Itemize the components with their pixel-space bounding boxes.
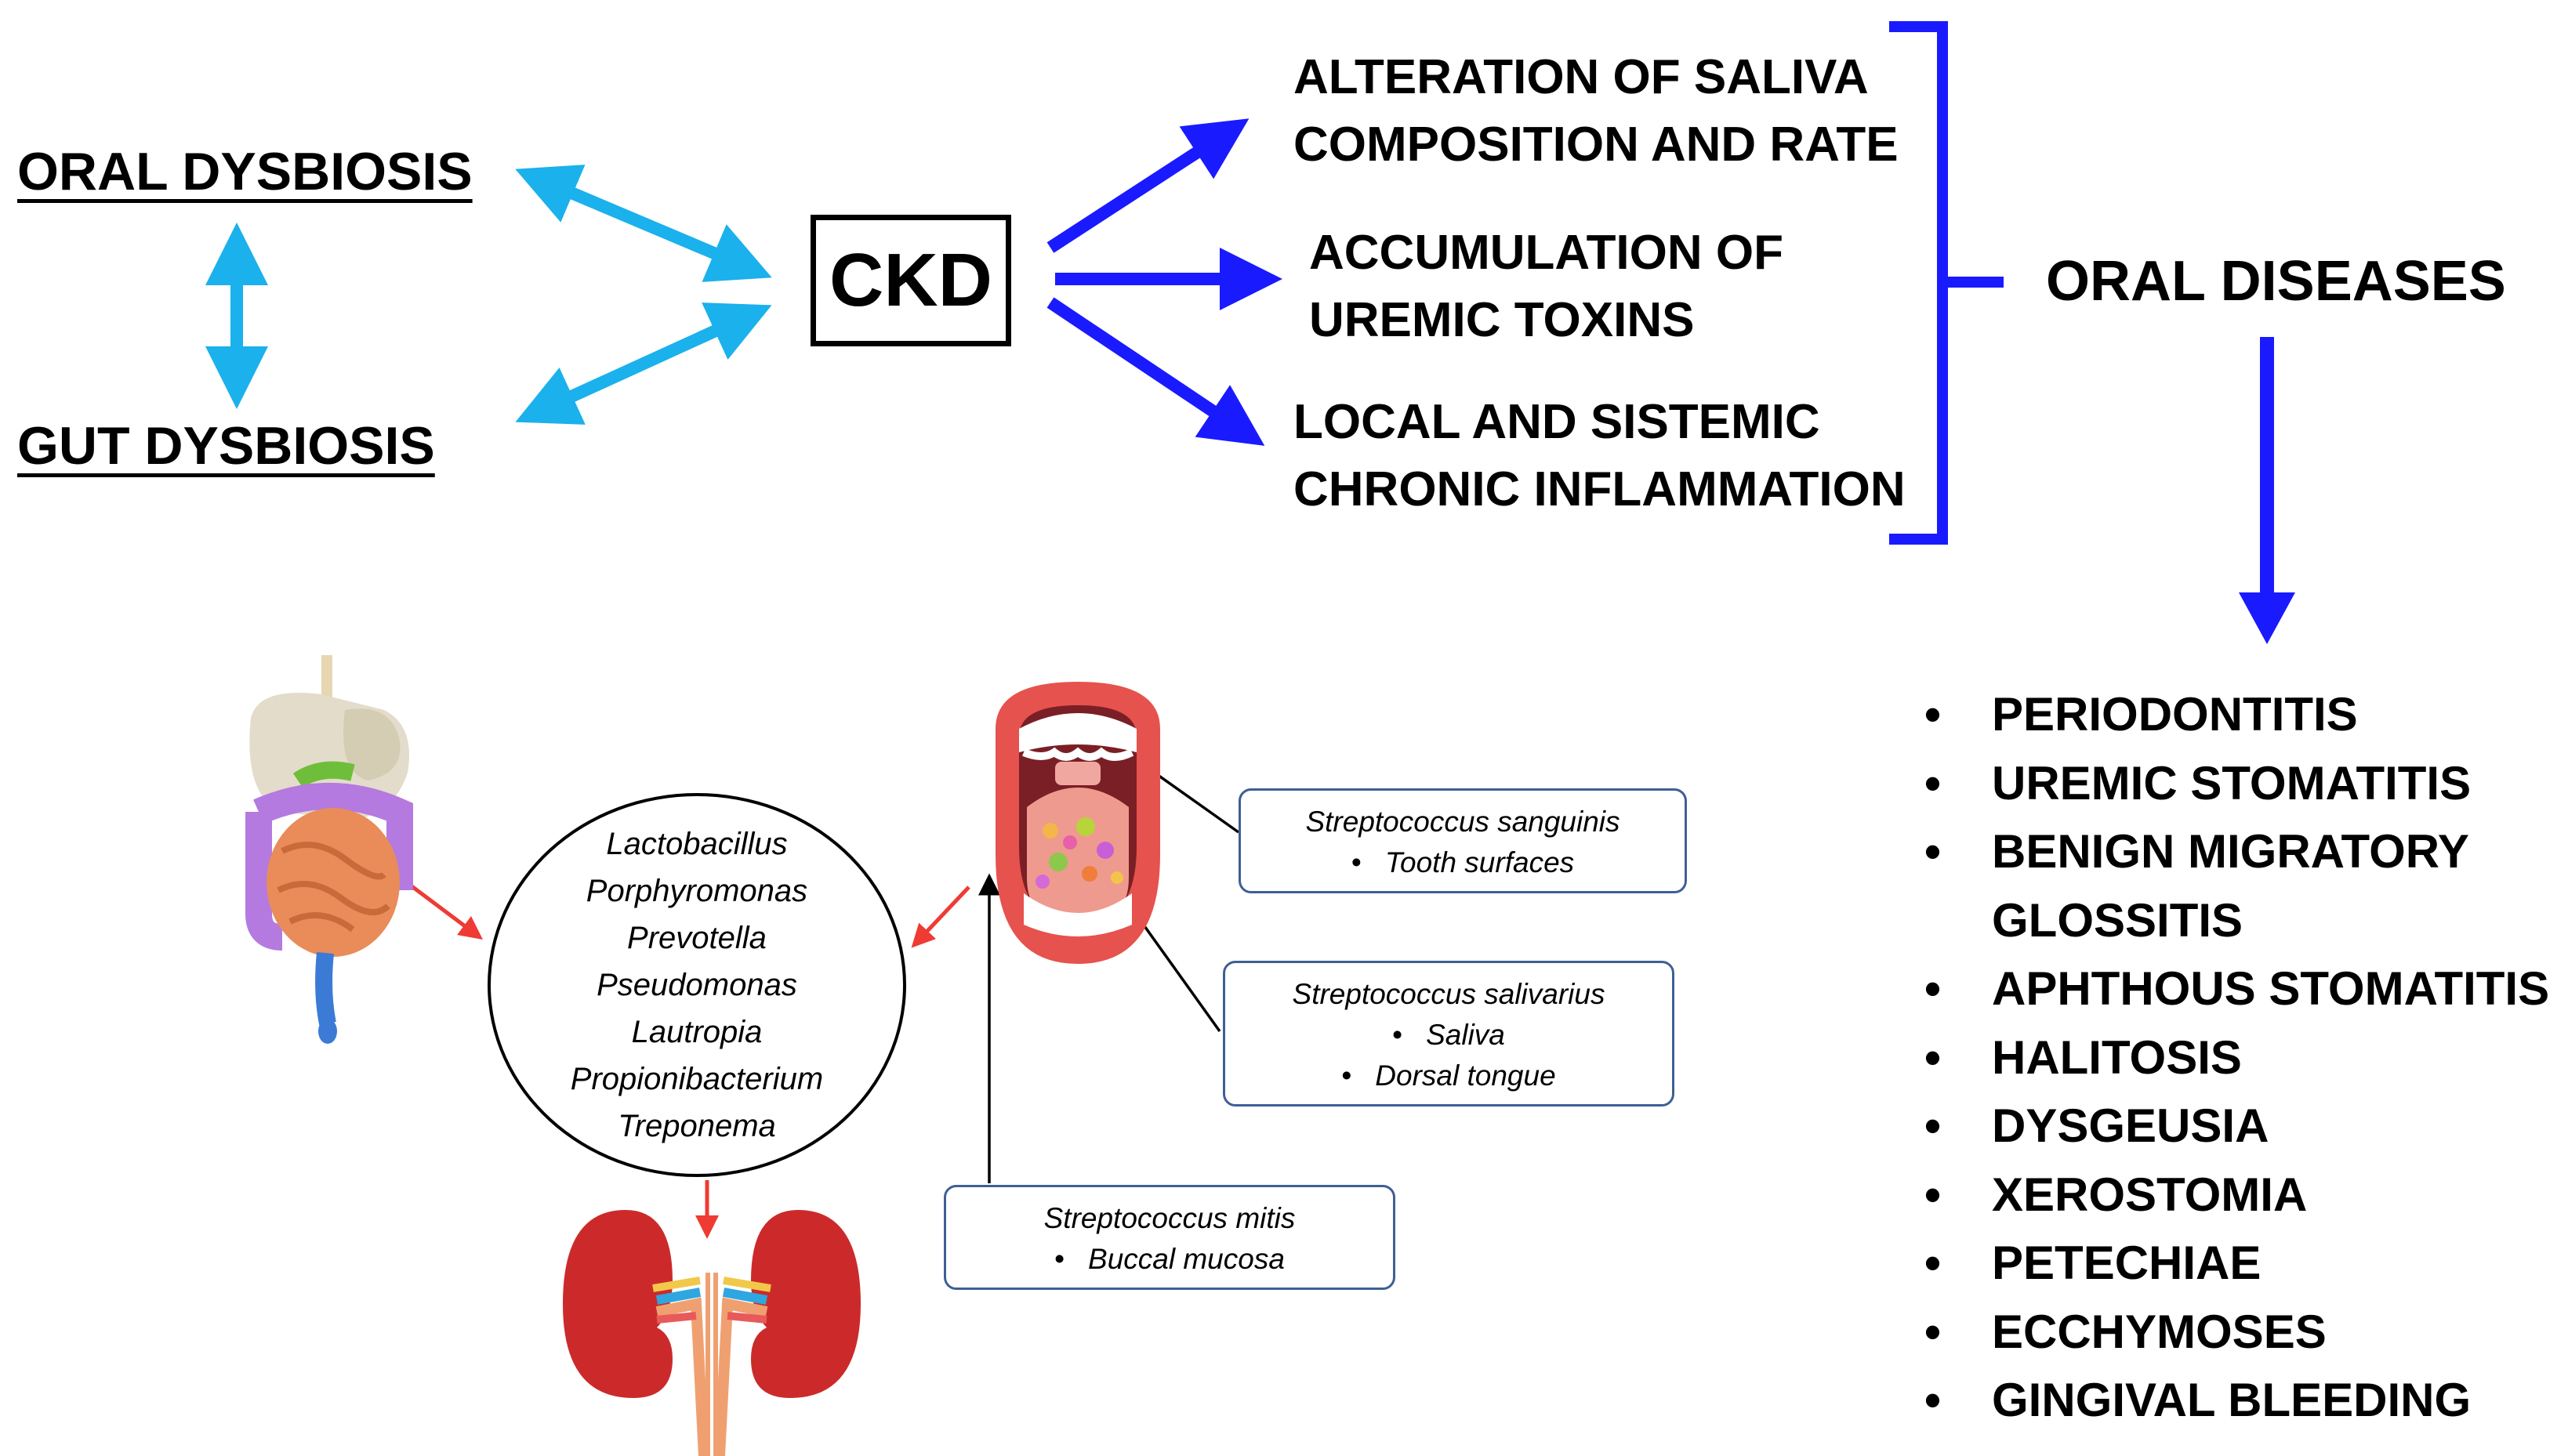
oral-disease-item: PETECHIAE	[1924, 1229, 2549, 1298]
genus-item: Lautropia	[631, 1015, 763, 1049]
oral-disease-item: DYSGEUSIA	[1924, 1092, 2549, 1161]
oral-disease-item: UREMIC STOMATITIS	[1924, 749, 2549, 818]
red-arrow-mouth	[911, 886, 970, 948]
genus-item: Porphyromonas	[586, 874, 808, 908]
oral-diseases-list: PERIODONTITISUREMIC STOMATITISBENIGN MIG…	[1924, 680, 2549, 1435]
arrow-down-head	[2239, 592, 2295, 644]
callout-mitis-site: Buccal mucosa	[946, 1239, 1393, 1280]
effect-saliva: ALTERATION OF SALIVA COMPOSITION AND RAT…	[1293, 44, 1899, 179]
oral-disease-item: XEROSTOMIA	[1924, 1161, 2549, 1230]
callout-sanguinis-site: Tooth surfaces	[1241, 842, 1685, 883]
effect-saliva-line2: COMPOSITION AND RATE	[1293, 118, 1899, 172]
callout-salivarius-species: Streptococcus salivarius	[1292, 978, 1605, 1010]
red-arrow-gut	[409, 884, 483, 940]
callout-mitis: Streptococcus mitis Buccal mucosa	[944, 1185, 1395, 1290]
oral-disease-item: ECCHYMOSES	[1924, 1298, 2549, 1367]
effect-toxins: ACCUMULATION OF UREMIC TOXINS	[1309, 219, 1783, 354]
genus-item: Prevotella	[627, 921, 767, 955]
callout-mitis-species: Streptococcus mitis	[1043, 1202, 1296, 1234]
genus-item: Pseudomonas	[597, 968, 797, 1002]
genus-item: Propionibacterium	[570, 1062, 824, 1096]
oral-disease-item: GLOSSITIS	[1992, 893, 2243, 947]
oral-disease-item: GINGIVAL BLEEDING	[1924, 1366, 2549, 1435]
oral-disease-item: BENIGN MIGRATORY	[1924, 817, 2549, 886]
ckd-box: CKD	[811, 215, 1011, 346]
callout-salivarius-site: Saliva	[1225, 1015, 1672, 1056]
genus-item: Treponema	[618, 1109, 776, 1143]
effect-saliva-line1: ALTERATION OF SALIVA	[1293, 50, 1869, 104]
bracket	[1889, 21, 2004, 545]
genus-item: Lactobacillus	[606, 827, 788, 861]
callout-sanguinis: Streptococcus sanguinis Tooth surfaces	[1239, 788, 1687, 893]
oral-disease-item: HALITOSIS	[1924, 1023, 2549, 1092]
arrow-oral-ckd	[515, 165, 772, 282]
oral-disease-item: APHTHOUS STOMATITIS	[1924, 954, 2549, 1023]
effect-inflammation-line1: LOCAL AND SISTEMIC	[1293, 395, 1820, 449]
effect-inflammation: LOCAL AND SISTEMIC CHRONIC INFLAMMATION	[1293, 389, 1906, 523]
ckd-label: CKD	[829, 238, 992, 322]
effect-toxins-line2: UREMIC TOXINS	[1309, 293, 1695, 347]
callout-salivarius: Streptococcus salivarius Saliva Dorsal t…	[1223, 961, 1674, 1106]
arrow-ckd-saliva	[1046, 118, 1250, 253]
effect-toxins-line1: ACCUMULATION OF	[1309, 226, 1783, 280]
arrow-gut-ckd	[515, 302, 772, 425]
arrow-ckd-inflammation	[1046, 297, 1265, 446]
oral-disease-item: PERIODONTITIS	[1924, 680, 2549, 749]
kidneys-illustration	[563, 1210, 861, 1456]
callout-sanguinis-species: Streptococcus sanguinis	[1305, 806, 1620, 838]
oral-diseases-title: ORAL DISEASES	[2046, 250, 2506, 313]
oral-dysbiosis-label: ORAL DYSBIOSIS	[17, 142, 473, 201]
open-mouth-illustration	[996, 682, 1160, 964]
callout-salivarius-site: Dorsal tongue	[1225, 1056, 1672, 1096]
gut-dysbiosis-label: GUT DYSBIOSIS	[17, 416, 435, 476]
effect-inflammation-line2: CHRONIC INFLAMMATION	[1293, 462, 1906, 516]
digestive-tract-illustration	[245, 655, 413, 1044]
